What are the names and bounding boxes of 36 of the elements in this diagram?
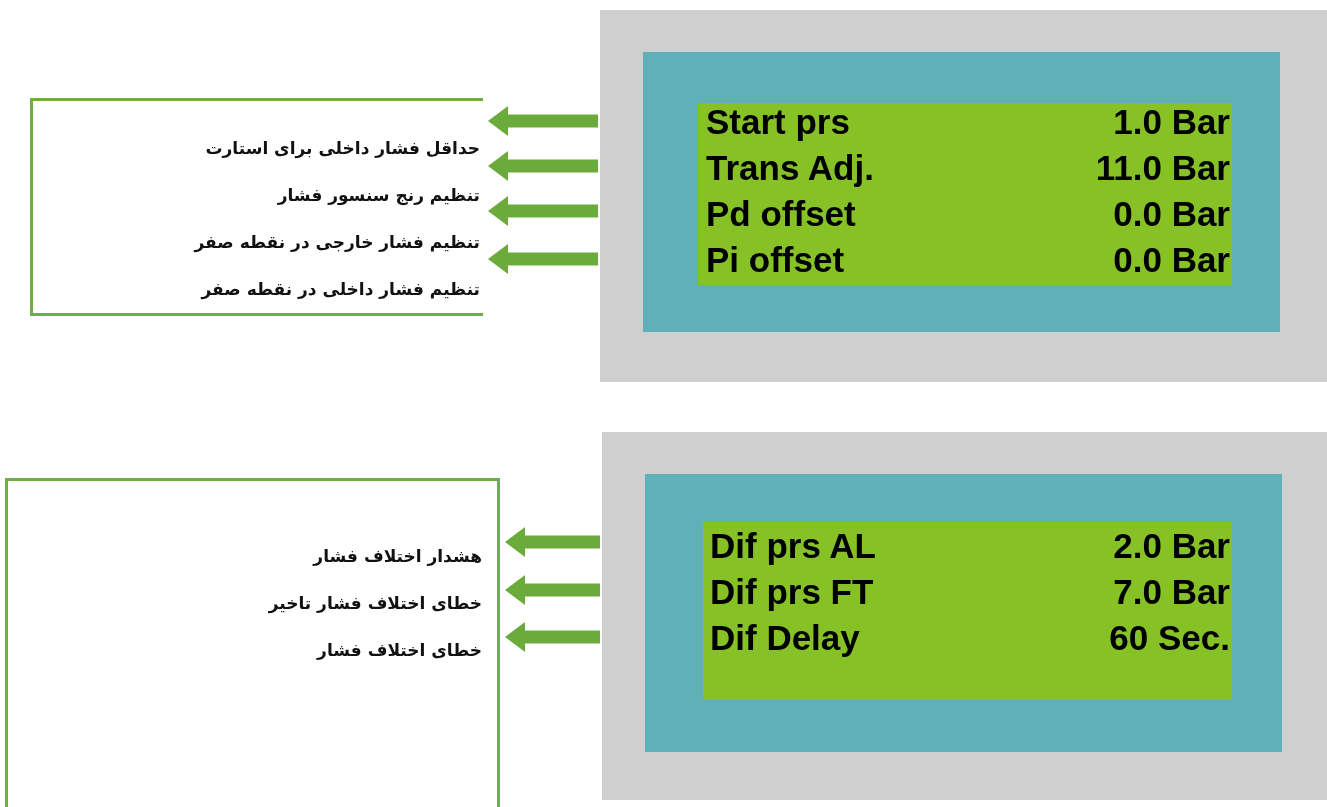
parameter-value: 60 Sec. xyxy=(1109,618,1230,658)
display-bezel xyxy=(602,432,1327,800)
arrow xyxy=(488,244,598,274)
arrow xyxy=(488,151,598,181)
description-text: خطای اختلاف فشار xyxy=(317,639,482,661)
display-bezel xyxy=(600,10,1327,382)
arrow xyxy=(505,575,600,605)
parameter-value: 11.0 Bar xyxy=(1095,148,1230,188)
lcd-screen xyxy=(698,103,1232,285)
parameter-value: 2.0 Bar xyxy=(1113,526,1230,566)
display-frame xyxy=(643,52,1280,332)
description-text: حداقل فشار داخلی برای استارت xyxy=(205,137,480,159)
arrow xyxy=(488,196,598,226)
parameter-name: Pd offset xyxy=(706,194,856,234)
description-text: تنظیم فشار خارجی در نقطه صفر xyxy=(194,231,480,253)
description-text: تنظیم رنج سنسور فشار xyxy=(277,184,480,206)
parameter-name: Dif Delay xyxy=(710,618,860,658)
parameter-name: Trans Adj. xyxy=(706,148,874,188)
parameter-value: 7.0 Bar xyxy=(1113,572,1230,612)
lcd-screen xyxy=(703,522,1232,700)
parameter-name: Pi offset xyxy=(706,240,845,280)
parameter-name: Start prs xyxy=(706,102,850,142)
parameter-value: 1.0 Bar xyxy=(1113,102,1230,142)
description-box xyxy=(5,478,500,807)
arrow xyxy=(505,527,600,557)
arrow xyxy=(505,622,600,652)
description-text: خطای اختلاف فشار تاخیر xyxy=(268,592,482,614)
parameter-value: 0.0 Bar xyxy=(1113,194,1230,234)
arrow xyxy=(488,106,598,136)
description-box xyxy=(30,98,483,316)
parameter-name: Dif prs FT xyxy=(710,572,874,612)
parameter-name: Dif prs AL xyxy=(710,526,876,566)
parameter-value: 0.0 Bar xyxy=(1113,240,1230,280)
display-frame xyxy=(645,474,1282,752)
description-text: هشدار اختلاف فشار xyxy=(313,545,482,567)
description-text: تنظیم فشار داخلی در نقطه صفر xyxy=(201,278,480,300)
